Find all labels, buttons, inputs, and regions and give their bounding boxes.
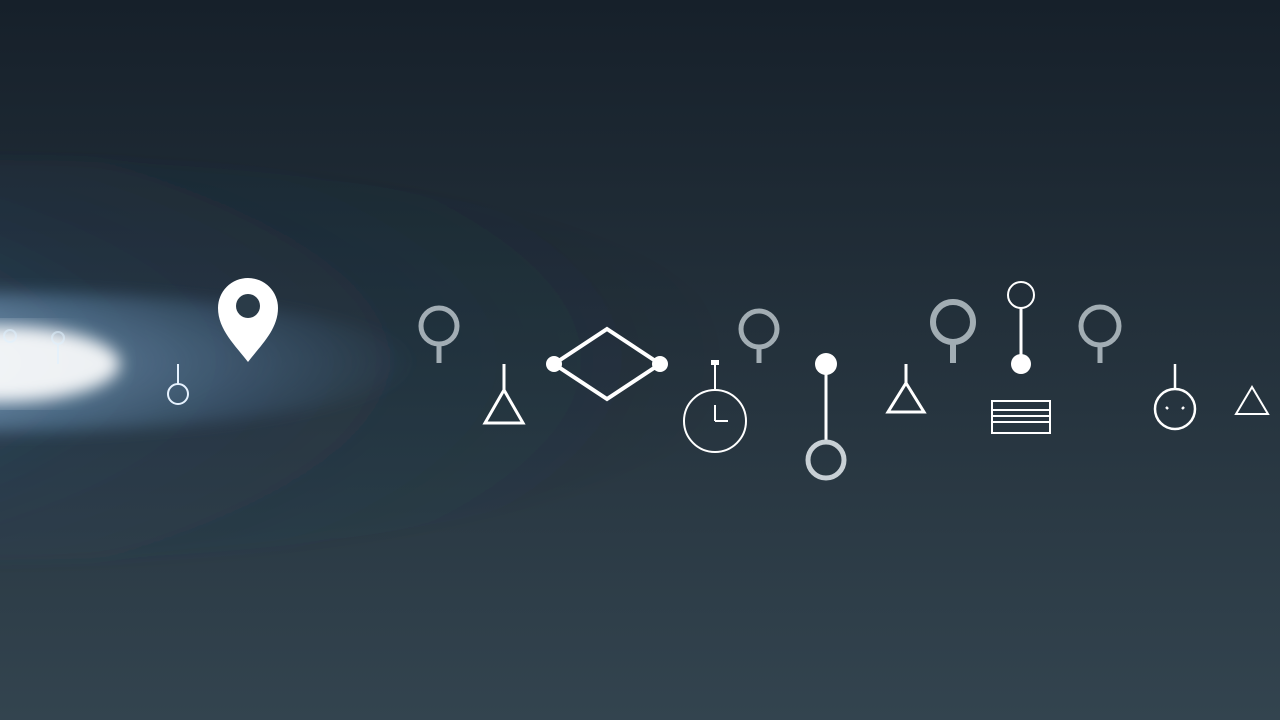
triangle-icon: [1234, 385, 1270, 415]
credit-card-icon: [991, 400, 1051, 434]
hanging-circle-icon: [418, 305, 460, 363]
circle-marker-icon: [805, 353, 847, 481]
circle-marker-icon: [1007, 281, 1035, 374]
triangle-icon: [482, 364, 526, 425]
timer-icon: [1153, 364, 1197, 431]
clock-icon: [683, 360, 747, 453]
triangle-icon: [885, 364, 927, 414]
hanging-circle-icon: [167, 364, 189, 405]
location-pin-icon: [218, 278, 278, 362]
hanging-circle-icon: [930, 299, 976, 363]
light-beam: [0, 160, 760, 560]
hanging-circle-icon: [1078, 304, 1122, 363]
hanging-circle-icon: [738, 308, 780, 363]
diamond-icon: [546, 326, 668, 402]
faint-markers: [3, 329, 65, 364]
